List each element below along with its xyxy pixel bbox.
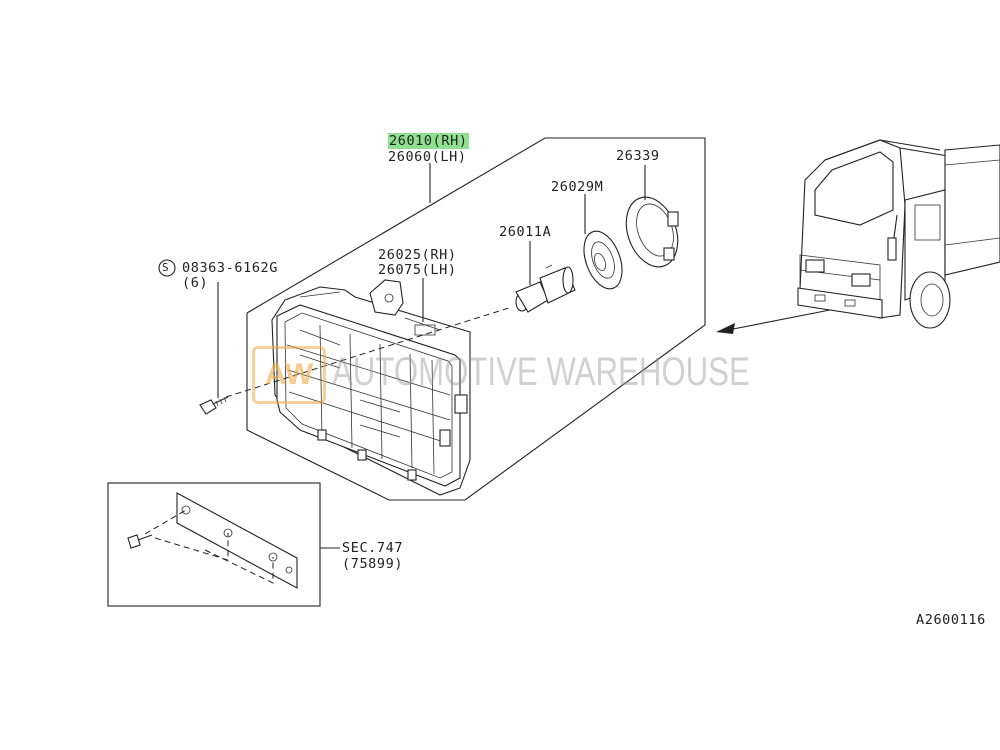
watermark-text: AUTOMOTIVE WAREHOUSE: [332, 350, 750, 394]
bolt-symbol-circle: [158, 259, 176, 277]
label-unit-rh: 26025(RH): [378, 247, 457, 263]
bolt-symbol: S: [162, 261, 170, 274]
label-main-lh: 26060(LH): [388, 149, 467, 165]
bulb-icon: [515, 264, 576, 313]
diagram-id: A2600116: [916, 612, 986, 628]
watermark-logo: AW: [252, 346, 326, 404]
highlight-main-rh: 26010(RH): [388, 133, 469, 149]
label-sec-sub: (75899): [342, 556, 404, 572]
cap-icon: [625, 196, 679, 268]
seal-icon: [583, 230, 623, 290]
inset-box: [107, 482, 321, 607]
label-unit-lh: 26075(LH): [378, 262, 457, 278]
label-bolt-qty: (6): [182, 275, 209, 291]
arrow-icon: [716, 309, 831, 334]
label-bolt-code: 08363-6162G: [182, 260, 279, 276]
label-bulb: 26011A: [499, 224, 552, 240]
assembly-frame: [246, 137, 706, 501]
bolt-icon: [199, 396, 229, 415]
truck-icon: [797, 139, 1000, 329]
label-sec-ref: SEC.747: [342, 540, 404, 556]
label-main-rh: 26010(RH): [388, 133, 469, 149]
label-seal: 26029M: [551, 179, 604, 195]
label-cap: 26339: [616, 148, 660, 164]
